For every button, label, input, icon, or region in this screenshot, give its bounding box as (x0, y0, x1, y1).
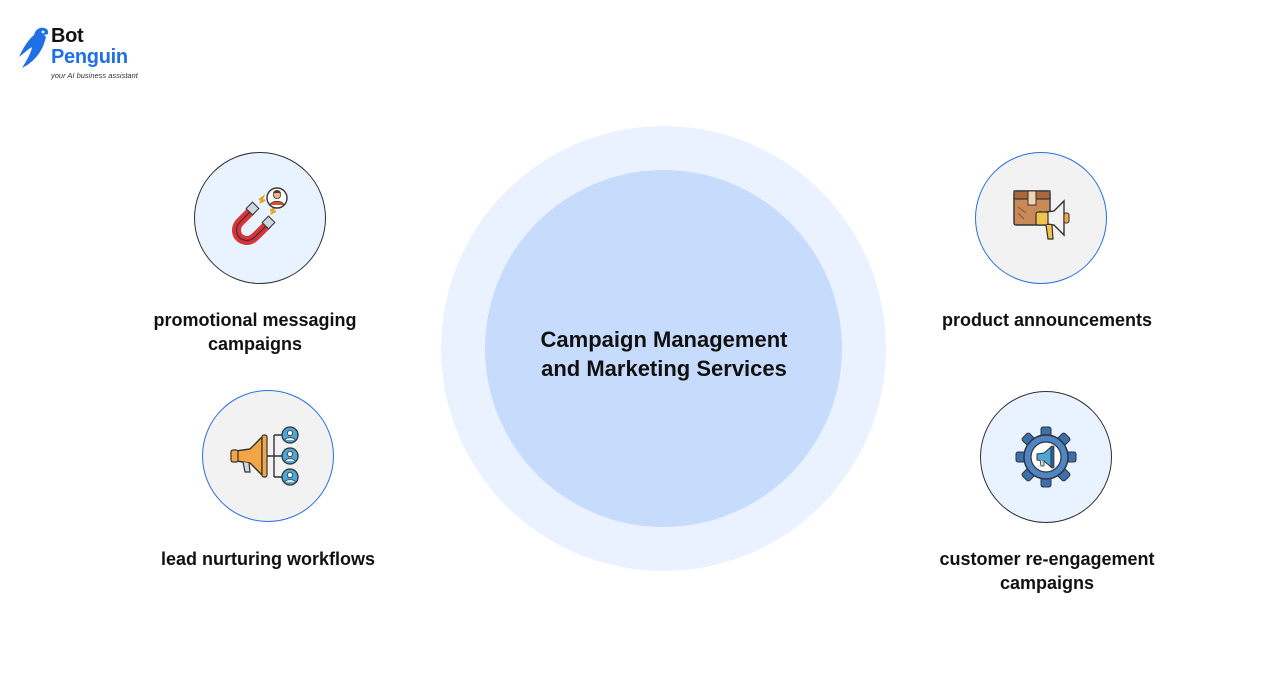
node-promotional-messaging (194, 152, 326, 284)
node-product-announcements (975, 152, 1107, 284)
label-promotional-messaging: promotional messaging campaigns (126, 308, 384, 356)
label-line2: campaigns (999, 573, 1095, 593)
label-customer-re-engagement: customer re-engagement campaigns (918, 547, 1176, 595)
label-line1: lead nurturing workflows (160, 549, 375, 569)
brand-name-line2: Penguin (51, 46, 128, 68)
center-title: Campaign Management and Marketing Servic… (500, 325, 828, 383)
label-line1: promotional messaging (153, 310, 357, 330)
magnet-attracting-user-icon (232, 187, 288, 245)
node-customer-re-engagement (980, 391, 1112, 523)
label-lead-nurturing: lead nurturing workflows (128, 547, 408, 571)
brand-tagline: your AI business assistant (51, 71, 138, 80)
label-line1: product announcements (941, 310, 1152, 330)
label-product-announcements: product announcements (918, 308, 1176, 332)
brand-name-line1: Bot (51, 25, 84, 47)
node-lead-nurturing (202, 390, 334, 522)
center-core-circle (485, 170, 842, 527)
label-line1: customer re-engagement (939, 549, 1155, 569)
package-megaphone-icon (1013, 190, 1070, 240)
brand-logo: Bot Penguin your AI business assistant (18, 24, 148, 82)
center-title-line2: and Marketing Services (541, 356, 787, 381)
megaphone-to-users-icon (230, 426, 299, 486)
label-line2: campaigns (207, 334, 303, 354)
penguin-logo-icon (19, 27, 49, 69)
gear-megaphone-icon (1015, 426, 1077, 488)
center-title-line1: Campaign Management (540, 327, 788, 352)
